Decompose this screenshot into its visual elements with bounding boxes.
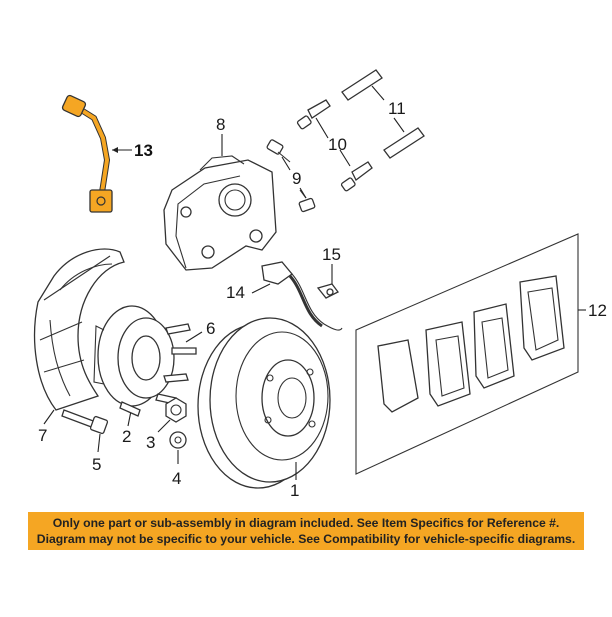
callout-11: 11 xyxy=(388,99,406,118)
callout-15: 15 xyxy=(322,245,341,264)
callout-2: 2 xyxy=(122,427,131,446)
notice-line-1: Only one part or sub-assembly in diagram… xyxy=(52,516,560,530)
wheel-stud xyxy=(119,323,197,417)
wheel-hub xyxy=(93,305,175,407)
abs-sensor xyxy=(261,261,343,331)
callout-13: 13 xyxy=(134,141,153,160)
callout-14: 14 xyxy=(226,283,245,302)
hub-nut xyxy=(165,397,187,423)
callout-7: 7 xyxy=(38,426,47,445)
mounting-bolt xyxy=(61,409,109,435)
brake-pad-kit xyxy=(355,233,579,475)
sensor-clip xyxy=(316,283,339,299)
compatibility-notice: Only one part or sub-assembly in diagram… xyxy=(28,512,584,550)
callout-4: 4 xyxy=(172,469,181,488)
brake-caliper xyxy=(163,155,277,271)
callout-8: 8 xyxy=(216,115,225,134)
callout-1: 1 xyxy=(290,481,299,500)
callout-5: 5 xyxy=(92,455,101,474)
brake-rotor xyxy=(197,317,331,489)
brake-wear-sensor xyxy=(61,94,113,213)
callout-9: 9 xyxy=(292,169,301,188)
slide-pin xyxy=(341,69,425,159)
notice-line-2: Diagram may not be specific to your vehi… xyxy=(36,532,576,546)
hub-washer xyxy=(169,431,187,449)
splash-shield xyxy=(33,248,125,411)
callout-3: 3 xyxy=(146,433,155,452)
caliper-bolt xyxy=(266,139,316,213)
callout-10: 10 xyxy=(328,135,347,154)
callout-12: 12 xyxy=(588,301,607,320)
callout-6: 6 xyxy=(206,319,215,338)
guide-pin xyxy=(296,99,373,192)
